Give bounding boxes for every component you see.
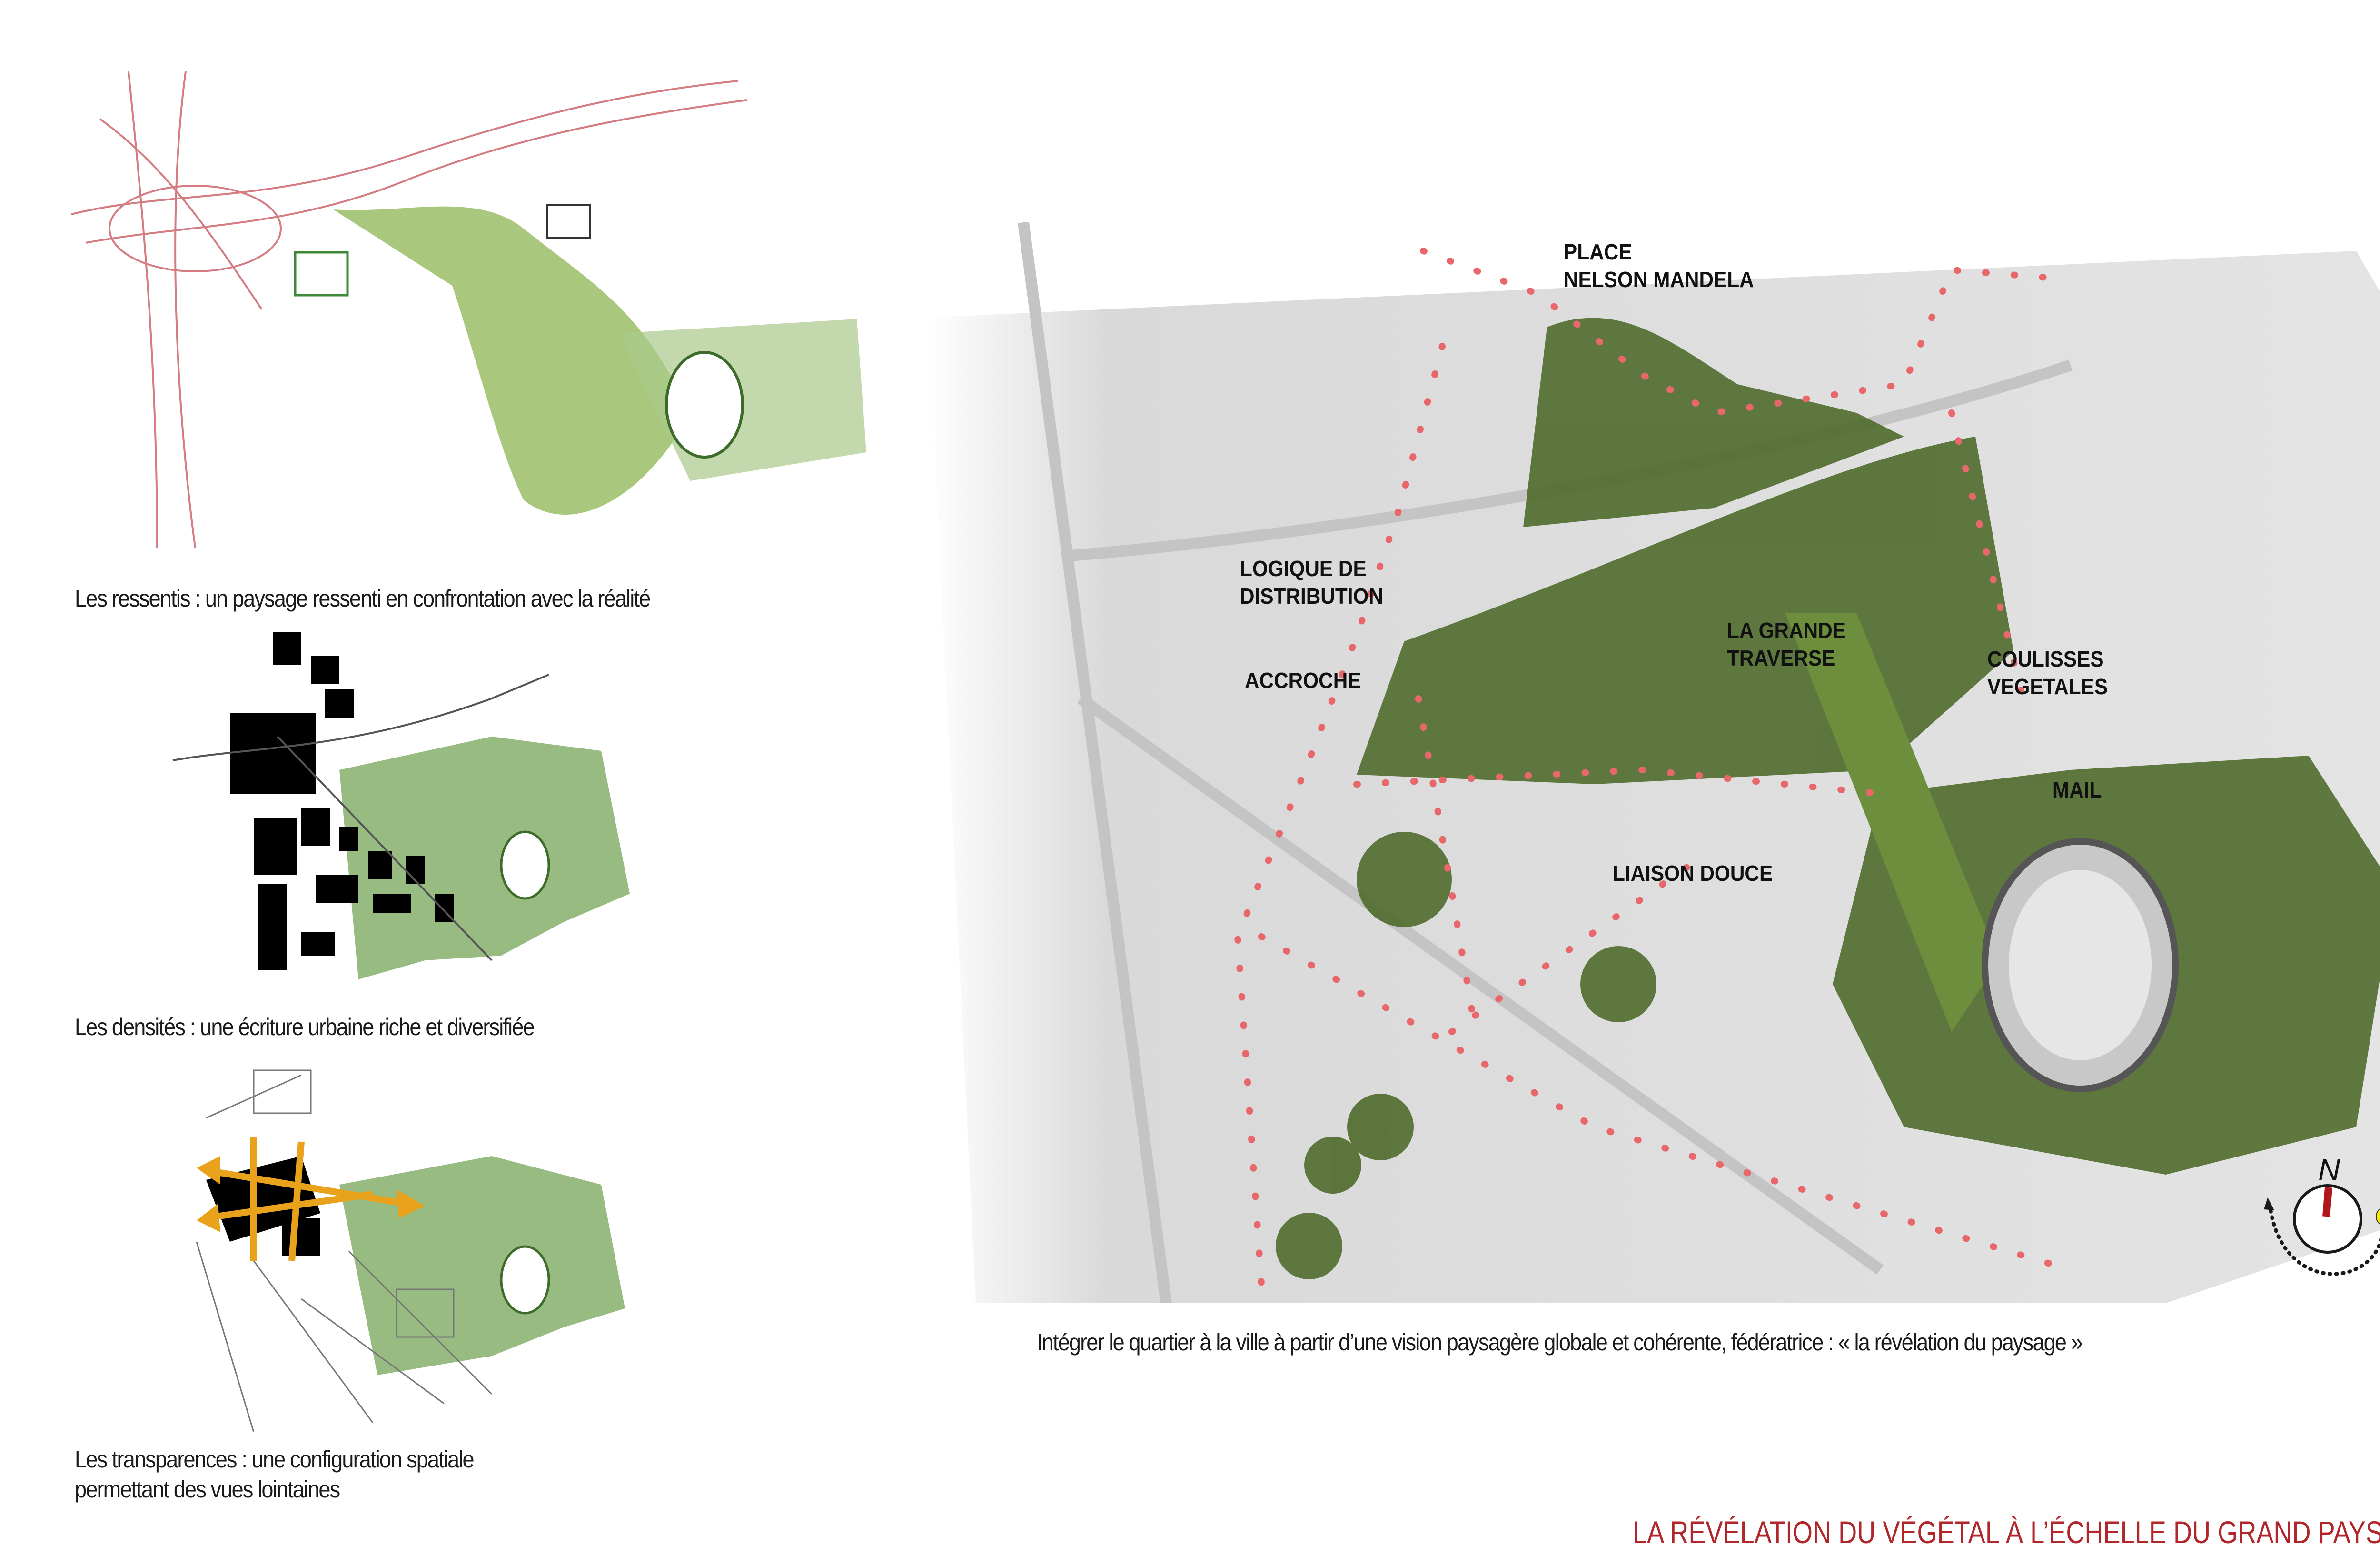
label-traverse-line1: LA GRANDE (1727, 618, 1846, 643)
sensations-caption: Les ressentis : un paysage ressenti en c… (75, 585, 651, 612)
transparency-map (196, 1069, 625, 1433)
label-traverse-line2: TRAVERSE (1727, 646, 1835, 670)
label-mail: MAIL (2053, 778, 2102, 802)
label-place-line1: PLACE (1564, 239, 1632, 264)
aerial-map (928, 222, 2380, 1303)
label-logique-line2: DISTRIBUTION (1240, 584, 1383, 608)
board-title: LA RÉVÉLATION DU VÉGÉTAL À L’ÉCHELLE DU … (1633, 1515, 2380, 1550)
label-logique-line1: LOGIQUE DE (1240, 556, 1367, 581)
label-place-line2: NELSON MANDELA (1564, 267, 1754, 292)
compass-icon (2264, 1184, 2380, 1276)
main-map-caption: Intégrer le quartier à la ville à partir… (1037, 1329, 2083, 1356)
label-coulisses-line1: COULISSES (1987, 647, 2104, 671)
label-accroche: ACCROCHE (1245, 668, 1361, 693)
transparencies-caption-line1: Les transparences : une configuration sp… (75, 1446, 475, 1473)
label-liaison-douce: LIAISON DOUCE (1613, 861, 1773, 886)
transparencies-caption-line2: permettant des vues lointaines (75, 1476, 340, 1503)
compass-north-letter: N (2318, 1153, 2340, 1187)
label-coulisses-line2: VEGETALES (1987, 674, 2108, 699)
density-map (172, 632, 630, 979)
densities-caption: Les densités : une écriture urbaine rich… (75, 1014, 535, 1040)
sensations-sketch (71, 71, 866, 548)
